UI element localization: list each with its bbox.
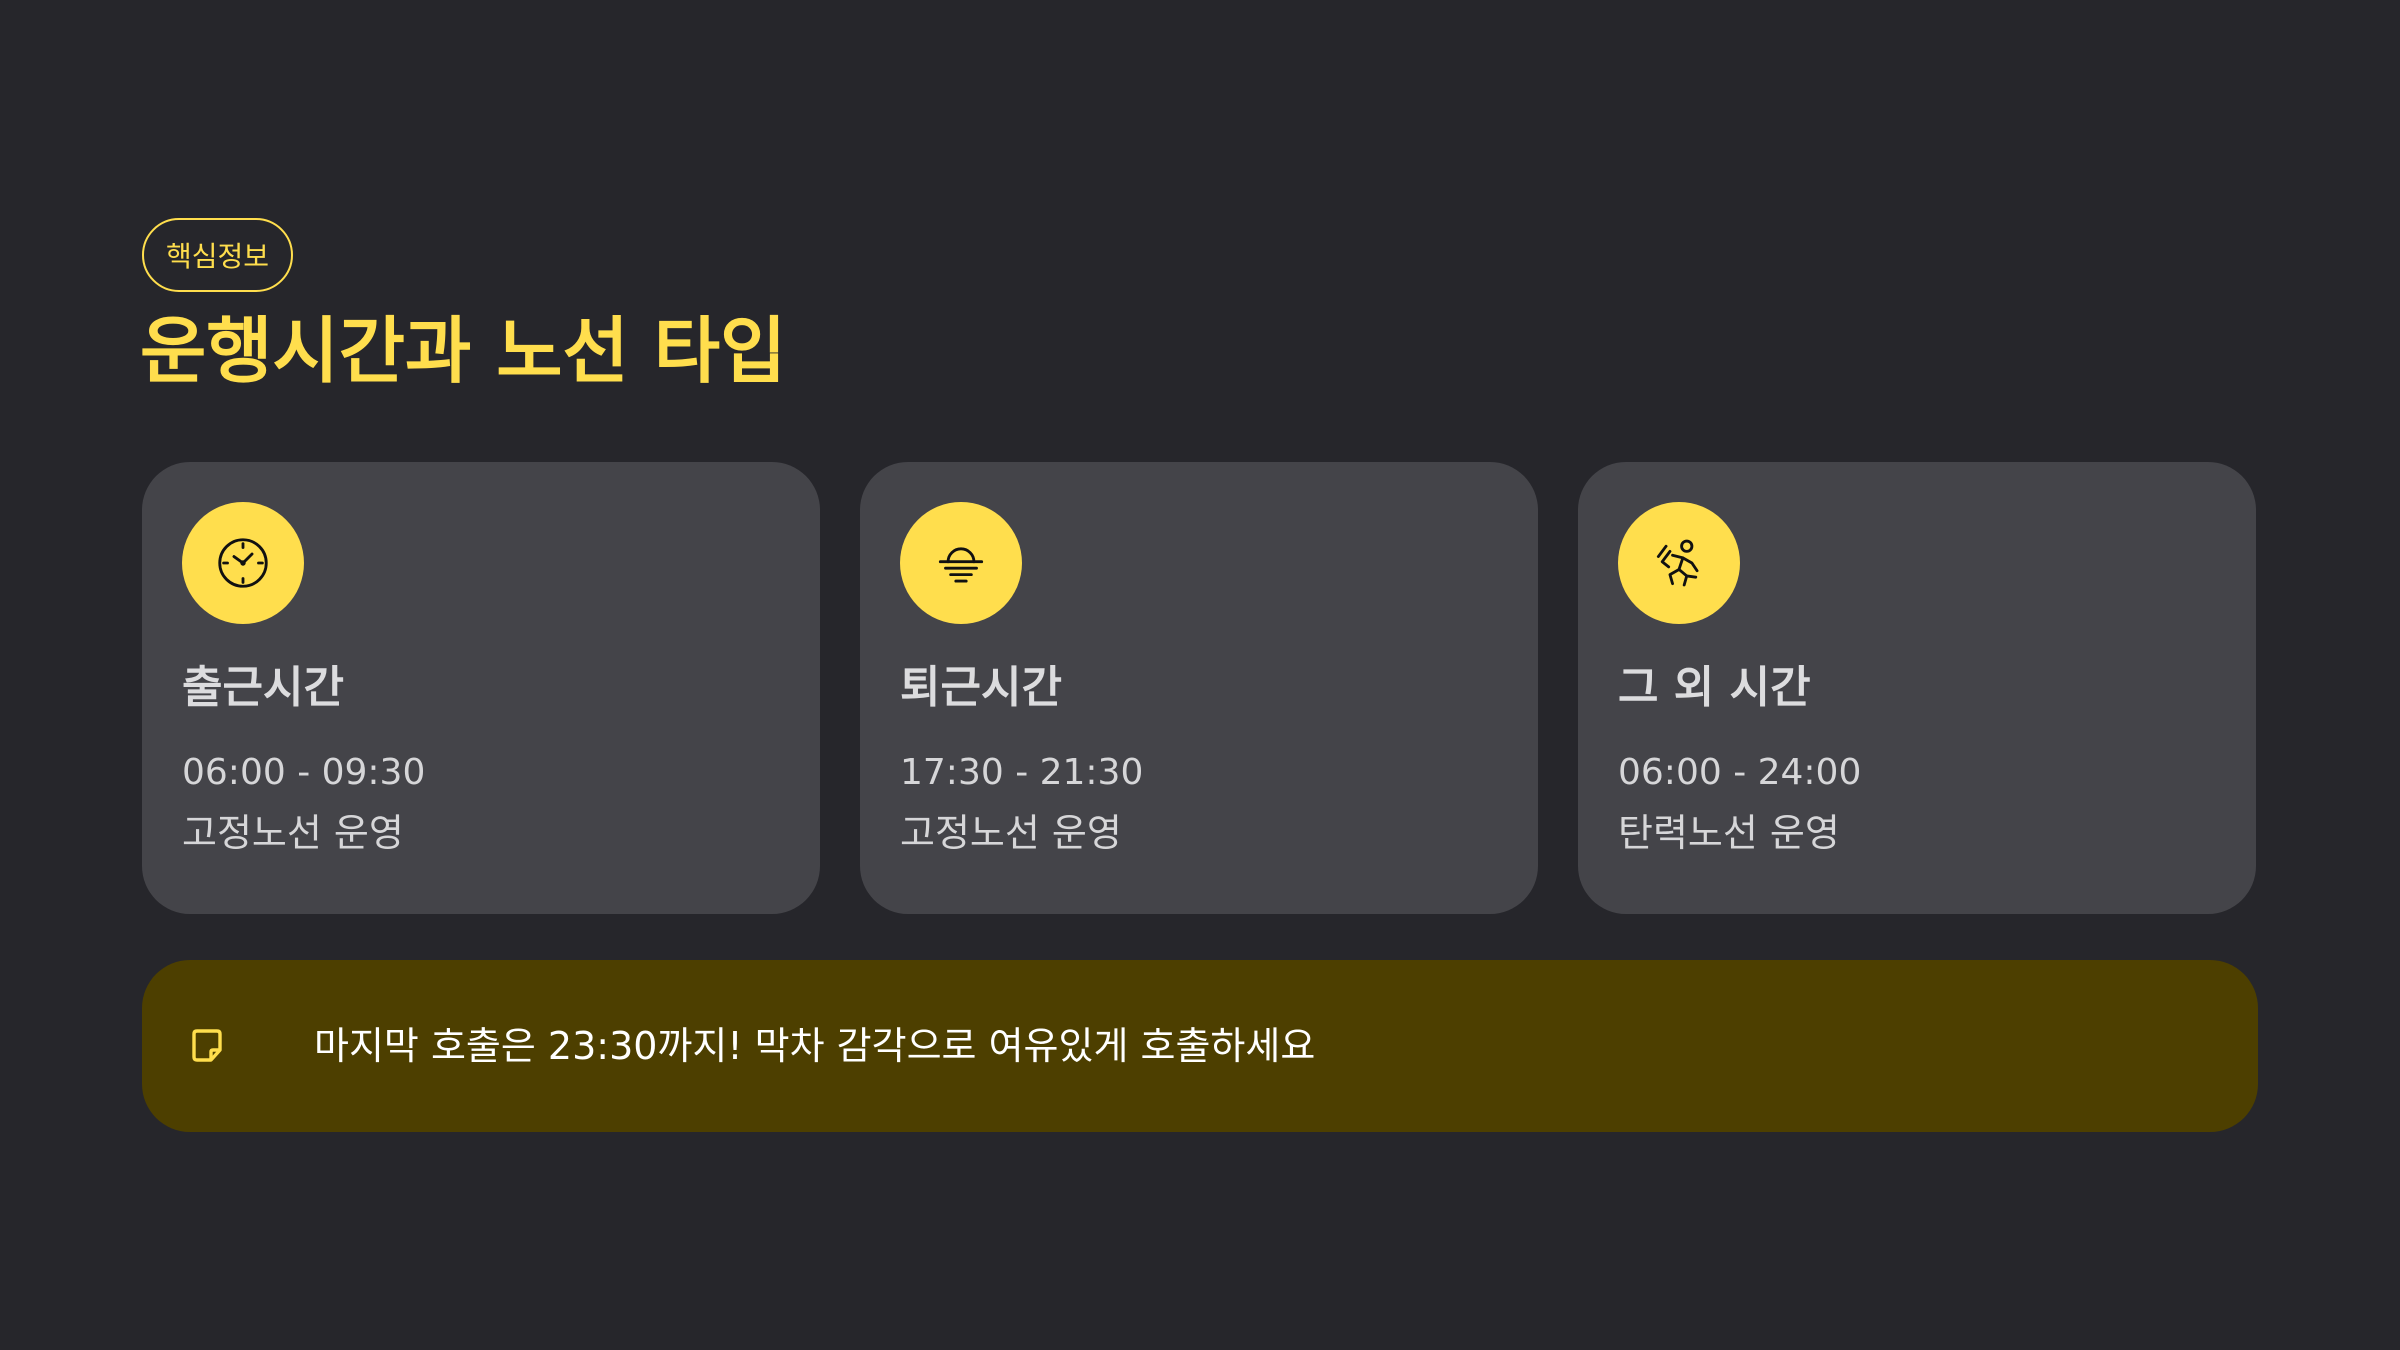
card-time: 06:00 - 09:30 [182, 752, 426, 793]
card-route-type: 고정노선 운영 [900, 811, 1122, 855]
schedule-cards: 출근시간 06:00 - 09:30 고정노선 운영 퇴근시간 17:30 - … [142, 462, 2256, 914]
card-title: 퇴근시간 [900, 662, 1062, 713]
notice-text: 마지막 호출은 23:30까지! 막차 감각으로 여유있게 호출하세요 [314, 1024, 1316, 1068]
sunset-icon [900, 502, 1022, 624]
card-other-hours: 그 외 시간 06:00 - 24:00 탄력노선 운영 [1578, 462, 2256, 914]
card-title: 그 외 시간 [1618, 662, 1811, 713]
card-time: 06:00 - 24:00 [1618, 752, 1862, 793]
running-person-icon [1618, 502, 1740, 624]
card-title: 출근시간 [182, 662, 344, 713]
page-title: 운행시간과 노선 타입 [140, 309, 787, 393]
clock-icon [182, 502, 304, 624]
card-route-type: 고정노선 운영 [182, 811, 404, 855]
section-badge: 핵심정보 [142, 218, 294, 292]
notice-banner: 마지막 호출은 23:30까지! 막차 감각으로 여유있게 호출하세요 [142, 960, 2258, 1132]
card-route-type: 탄력노선 운영 [1618, 811, 1840, 855]
card-commute-evening: 퇴근시간 17:30 - 21:30 고정노선 운영 [860, 462, 1538, 914]
card-commute-morning: 출근시간 06:00 - 09:30 고정노선 운영 [142, 462, 820, 914]
sticky-note-icon [186, 1025, 228, 1067]
card-time: 17:30 - 21:30 [900, 752, 1144, 793]
